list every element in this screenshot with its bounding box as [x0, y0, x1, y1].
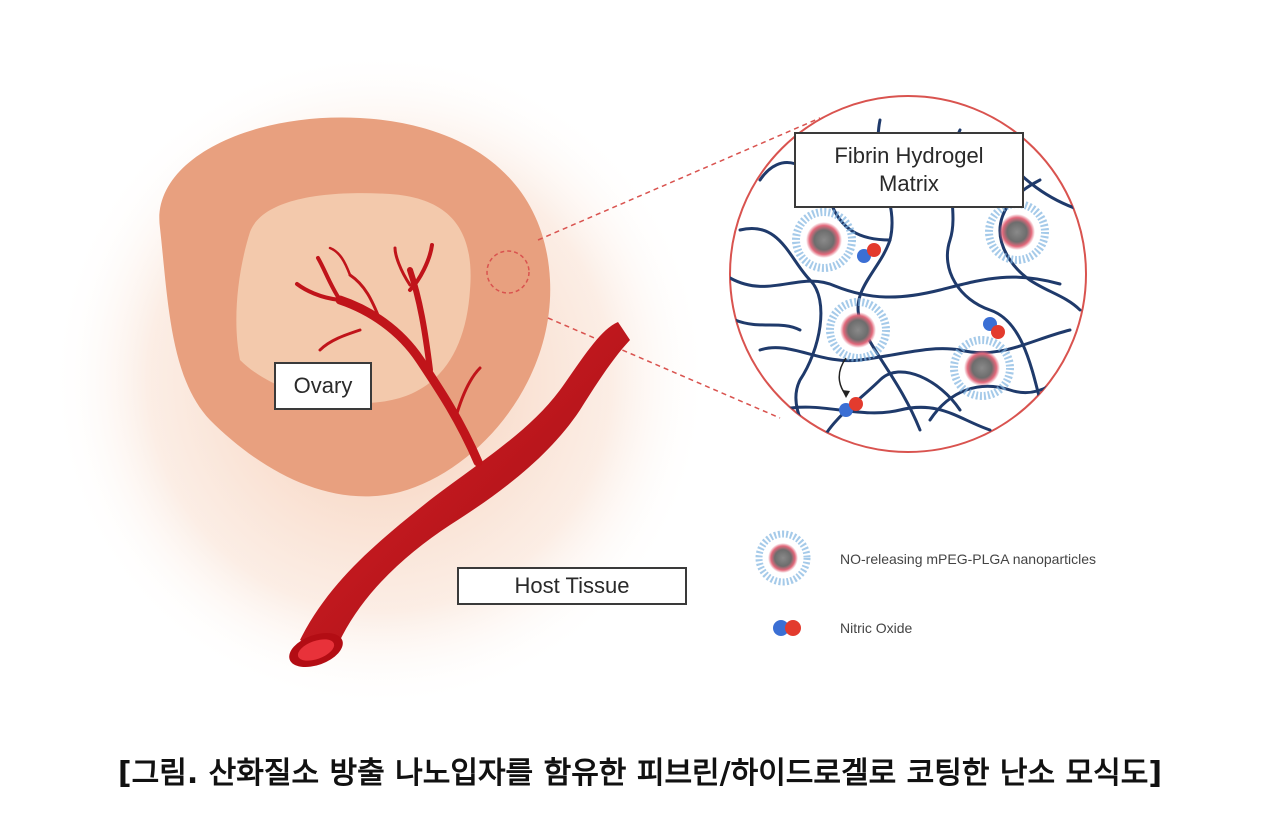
- callout-circle: [486, 250, 530, 294]
- ovary-label: Ovary: [274, 362, 372, 410]
- nanoparticle-group: [792, 200, 1049, 400]
- matrix-label-line2: Matrix: [879, 171, 939, 196]
- nanoparticle: [826, 298, 890, 362]
- host-tissue-label-text: Host Tissue: [514, 573, 630, 598]
- callout-line-top: [537, 117, 821, 241]
- nanoparticle: [985, 200, 1049, 264]
- callout-line-bottom: [547, 317, 781, 419]
- blood-vessel: [289, 322, 630, 668]
- legend-nanoparticles-label: NO-releasing mPEG-PLGA nanoparticles: [840, 551, 1096, 567]
- matrix-label-line1: Fibrin Hydrogel: [834, 143, 984, 168]
- legend-nitric-oxide-icon: [773, 620, 801, 636]
- legend-nanoparticle-icon: [755, 530, 811, 586]
- nitric-oxide-molecule: [983, 317, 1005, 339]
- ovary-label-text: Ovary: [293, 373, 353, 398]
- figure-caption: [그림. 산화질소 방출 나노입자를 함유한 피브린/하이드로겔로 코팅한 난소…: [117, 756, 1163, 791]
- ovary-vessel-branches: [295, 243, 483, 467]
- nitric-oxide-group: [839, 243, 1005, 417]
- host-tissue-label: Host Tissue: [457, 567, 687, 605]
- release-arrowhead: [842, 390, 850, 398]
- fibrin-hydrogel-matrix-label: Fibrin Hydrogel Matrix: [794, 132, 1024, 208]
- nitric-oxide-molecule: [839, 397, 863, 417]
- nitric-oxide-molecule: [857, 243, 881, 263]
- legend-nitric-oxide-label: Nitric Oxide: [840, 620, 913, 636]
- nanoparticle: [950, 336, 1014, 400]
- nanoparticle: [792, 208, 856, 272]
